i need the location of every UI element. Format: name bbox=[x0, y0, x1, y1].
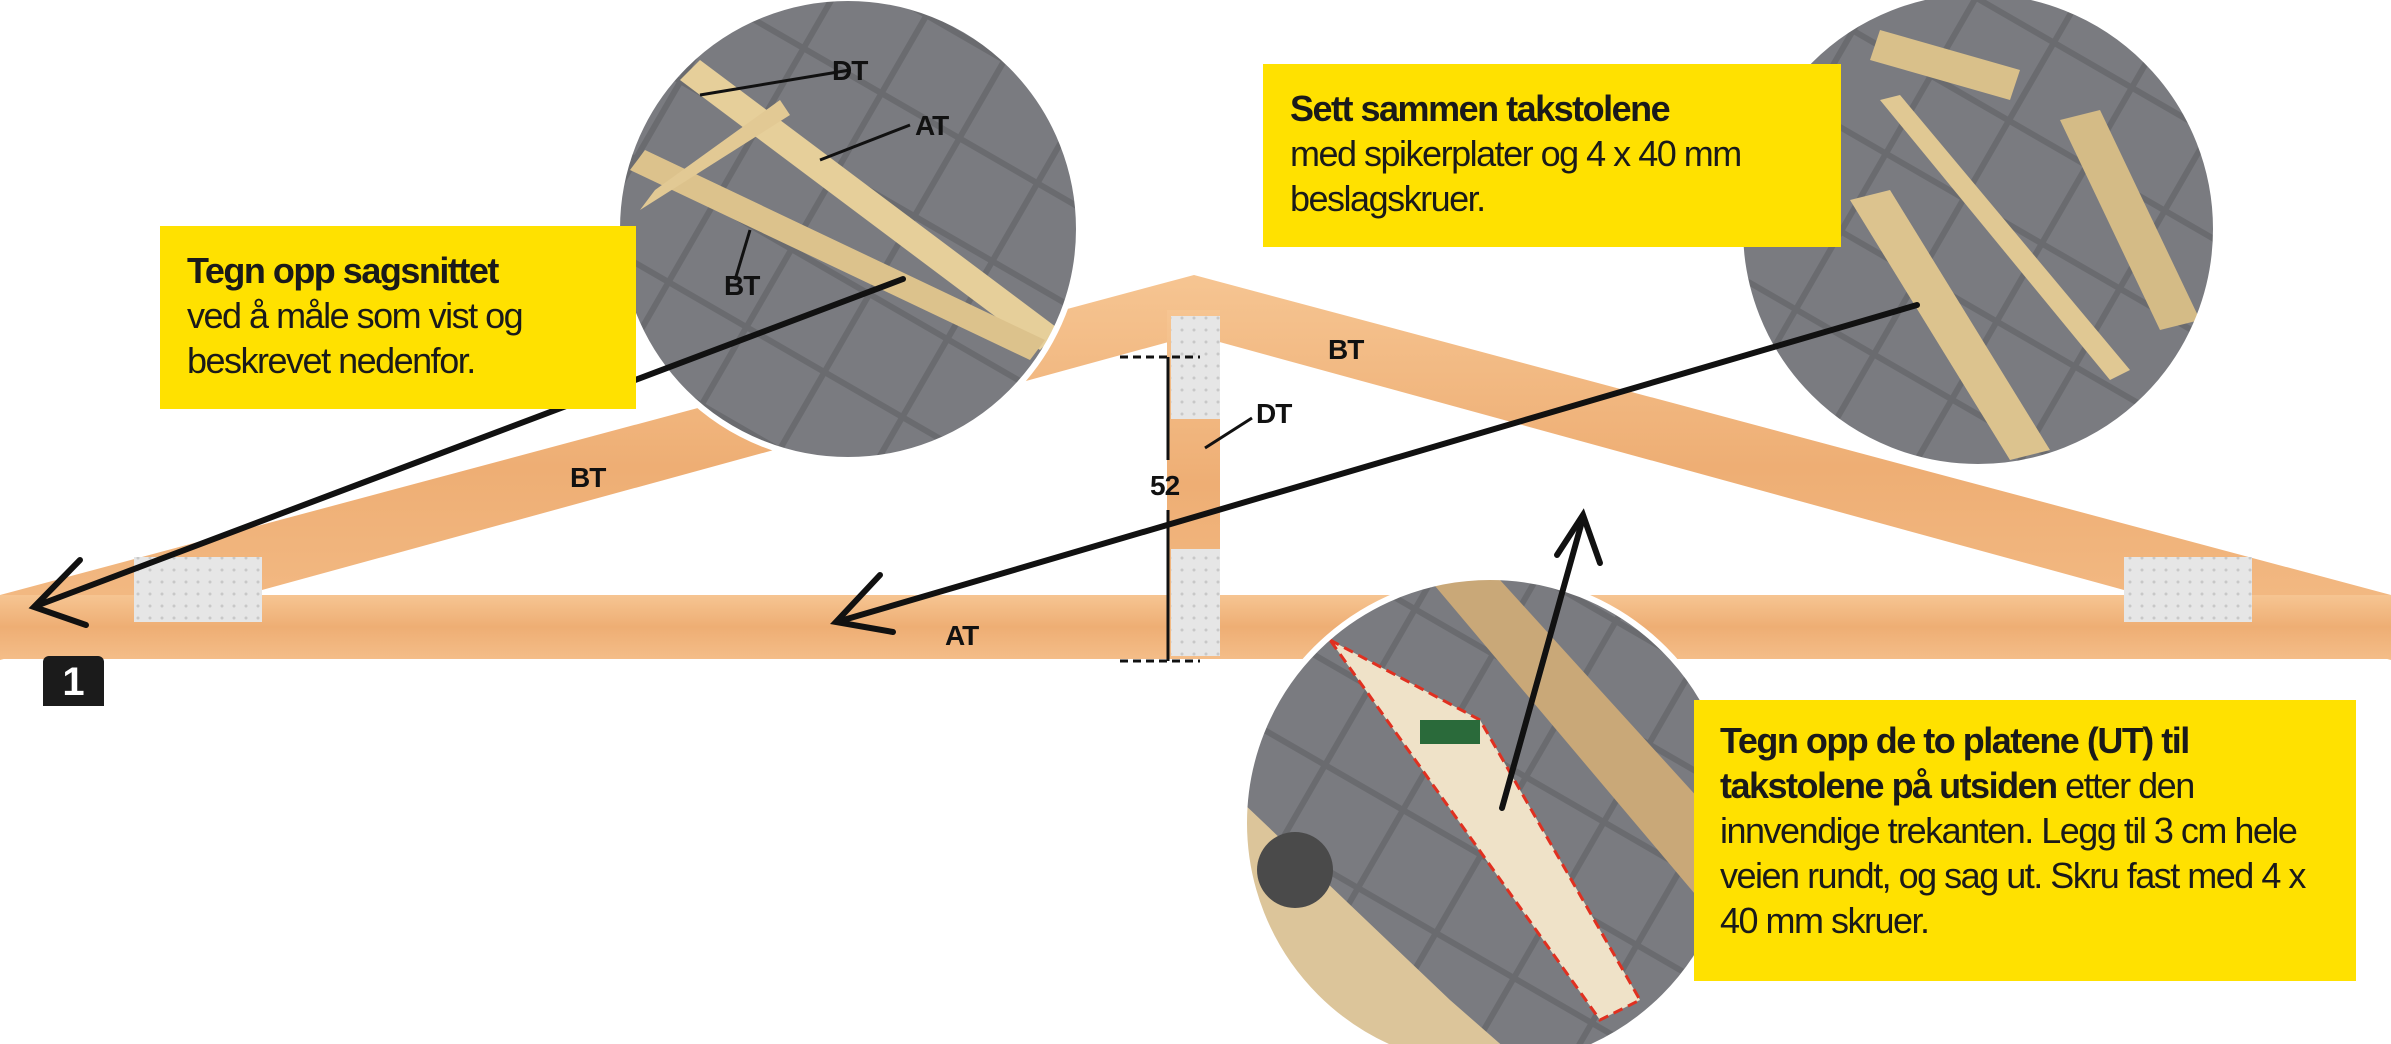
arrow-line bbox=[837, 302, 1920, 624]
label-at: AT bbox=[945, 620, 979, 651]
photo-assembly bbox=[1742, 0, 2214, 465]
step-number-badge: 1 bbox=[43, 656, 104, 706]
label-photo-at: AT bbox=[915, 110, 949, 141]
label-bt-left: BT bbox=[570, 462, 606, 493]
label-photo-bt: BT bbox=[724, 270, 760, 301]
arrowhead bbox=[1554, 508, 1603, 566]
top-chord-right bbox=[1194, 275, 2391, 660]
callout-sett-sammen: Sett sammen takstolene med spikerplater … bbox=[1263, 64, 1841, 247]
callout-sagsnitt: Tegn opp sagsnittet ved å måle som vist … bbox=[160, 226, 636, 409]
nail-plate bbox=[1171, 316, 1220, 419]
arrowhead bbox=[830, 572, 896, 635]
callout-title: Tegn opp de to platene (UT) til takstole… bbox=[1720, 720, 2190, 806]
callout-body: med spikerplater og 4 x 40 mm beslagskru… bbox=[1290, 133, 1742, 219]
callout-body: ved å måle som vist og beskrevet nedenfo… bbox=[187, 295, 524, 381]
callout-title: Tegn opp sagsnittet bbox=[187, 250, 499, 291]
label-dt: DT bbox=[1256, 398, 1292, 429]
nail-plate bbox=[1171, 549, 1220, 656]
arrowhead bbox=[28, 557, 89, 628]
arrow-line bbox=[33, 276, 906, 609]
nail-plate bbox=[2124, 557, 2252, 622]
nail-plate bbox=[134, 557, 262, 622]
label-photo-dt: DT bbox=[832, 55, 868, 86]
callout-body: etter den innvendige trekanten. Legg til… bbox=[1720, 765, 2306, 941]
label-bt-right: BT bbox=[1328, 334, 1364, 365]
callout-title: Sett sammen takstolene bbox=[1290, 88, 1671, 129]
dimension-height: 52 bbox=[1150, 470, 1180, 501]
arrow-line bbox=[1499, 515, 1586, 811]
callout-platene: Tegn opp de to platene (UT) til takstole… bbox=[1694, 700, 2356, 981]
